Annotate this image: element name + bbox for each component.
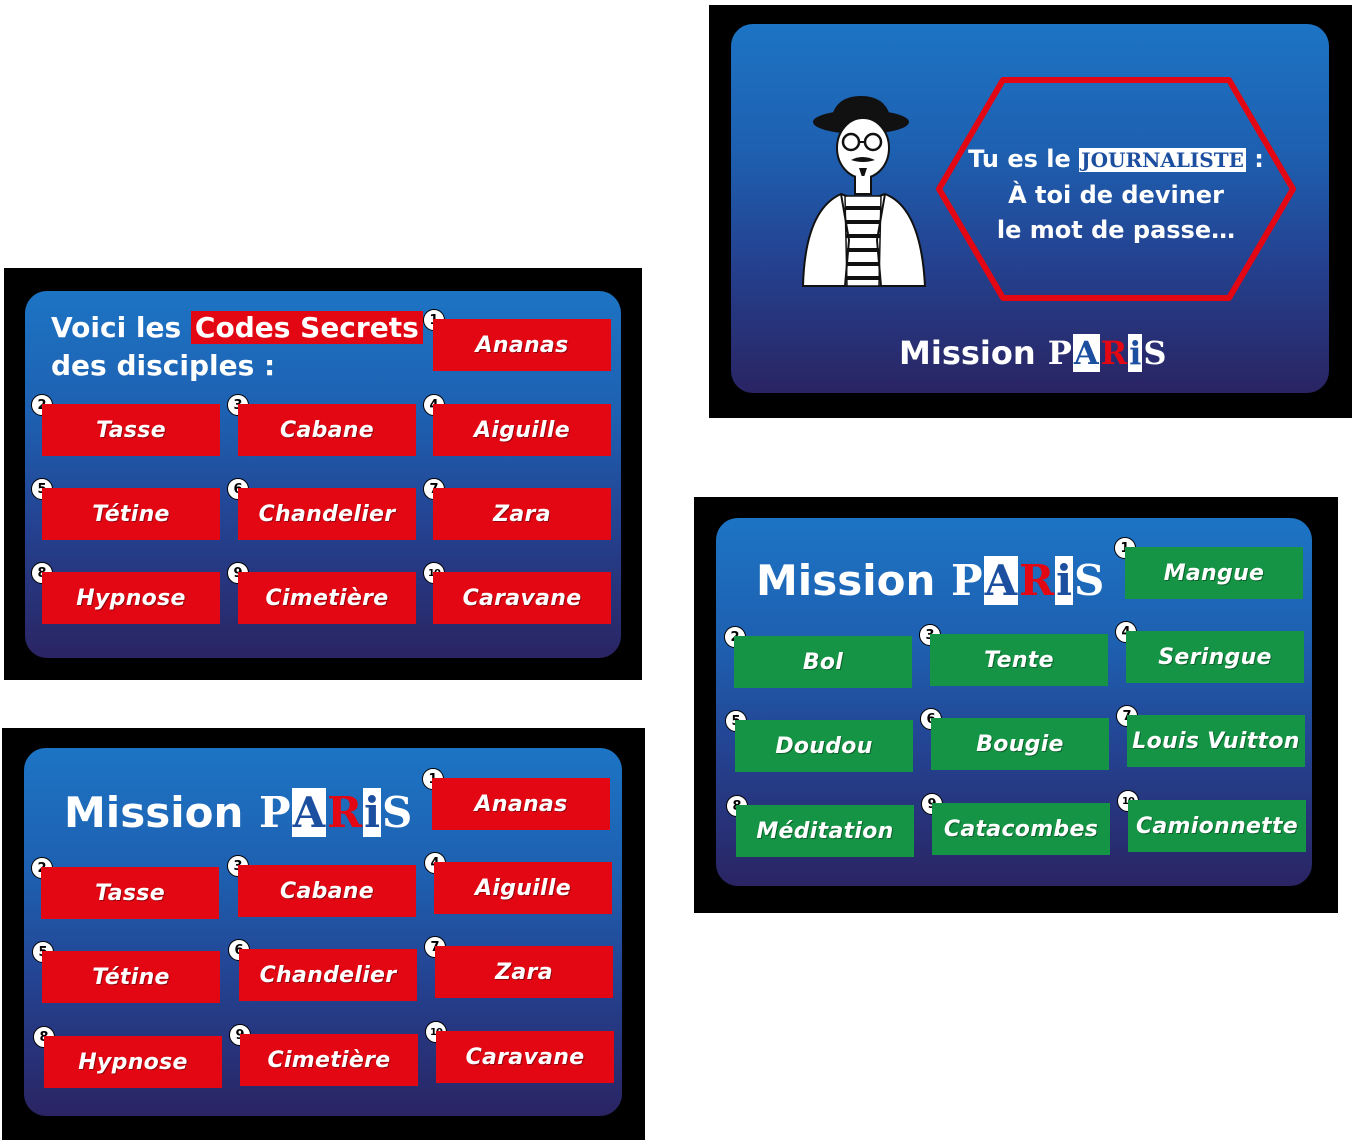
code-tile: Chandelier (239, 949, 417, 1001)
mission-paris-logo: Mission PARiS (64, 788, 413, 837)
card-heading: Voici les Codes Secrets des disciples : (51, 309, 423, 385)
code-tile: Caravane (436, 1031, 614, 1083)
code-tile: Zara (435, 946, 613, 998)
mission-word: Mission (899, 334, 1036, 372)
mission-paris-logo: Mission PARiS (756, 556, 1105, 605)
message-suffix: : (1245, 145, 1264, 173)
journalist-illustration (801, 96, 927, 287)
code-tile: Mangue (1125, 547, 1303, 599)
code-tile: Hypnose (44, 1036, 222, 1088)
code-tile: Bol (734, 636, 912, 688)
paris-letter: S (382, 788, 413, 837)
paris-letter: R (327, 788, 363, 837)
code-tile: Tasse (42, 404, 220, 456)
paris-letter: P (950, 556, 983, 605)
role-word: JOURNALISTE (1079, 148, 1246, 172)
code-tile: Caravane (433, 572, 611, 624)
code-tile: Tétine (42, 488, 220, 540)
paris-letter: S (1143, 334, 1167, 372)
message-line3: le mot de passe… (996, 216, 1236, 244)
mission-paris-logo: Mission PARiS (899, 334, 1168, 372)
card-codes-bottom: Mission PARiS 1 Ananas 2 Tasse 3 Cabane … (24, 748, 622, 1116)
code-tile: Cabane (238, 865, 416, 917)
code-tile: Camionnette (1128, 800, 1306, 852)
card-journalist: Tu es le JOURNALISTE : À toi de deviner … (731, 24, 1329, 393)
paris-letter: R (1019, 556, 1055, 605)
mission-word: Mission (64, 788, 244, 837)
code-tile: Ananas (433, 319, 611, 371)
journalist-message: Tu es le JOURNALISTE : À toi de deviner … (953, 142, 1279, 248)
heading-prefix: Voici les (51, 311, 191, 344)
code-tile: Seringue (1126, 631, 1304, 683)
paris-letter: i (1055, 556, 1074, 605)
code-tile: Hypnose (42, 572, 220, 624)
code-tile: Tétine (42, 951, 220, 1003)
paris-letter: R (1100, 334, 1128, 372)
code-tile: Zara (433, 488, 611, 540)
paris-letter: i (363, 788, 382, 837)
code-tile: Aiguille (433, 404, 611, 456)
hexagon-frame (936, 77, 1296, 301)
paris-letter: P (258, 788, 291, 837)
code-tile: Aiguille (434, 862, 612, 914)
heading-highlight: Codes Secrets (190, 311, 423, 344)
mission-word: Mission (756, 556, 936, 605)
paris-letter: A (1072, 334, 1100, 372)
code-tile: Louis Vuitton (1127, 715, 1305, 767)
message-line2: À toi de deviner (1008, 181, 1224, 209)
code-tile: Tasse (41, 867, 219, 919)
code-tile: Méditation (736, 805, 914, 857)
code-tile: Tente (930, 634, 1108, 686)
paris-letter: S (1074, 556, 1105, 605)
code-tile: Ananas (432, 778, 610, 830)
paris-letter: A (983, 556, 1019, 605)
code-tile: Cabane (238, 404, 416, 456)
message-prefix: Tu es le (968, 145, 1080, 173)
paris-letter: i (1128, 334, 1143, 372)
code-tile: Cimetière (238, 572, 416, 624)
card-codes-green: Mission PARiS 1 Mangue 2 Bol 3 Tente 4 S… (716, 518, 1312, 886)
code-tile: Doudou (735, 720, 913, 772)
paris-letter: A (291, 788, 327, 837)
code-tile: Chandelier (238, 488, 416, 540)
heading-line2: des disciples : (51, 349, 276, 382)
code-tile: Bougie (931, 718, 1109, 770)
paris-letter: P (1047, 334, 1072, 372)
card-codes-top: Voici les Codes Secrets des disciples : … (25, 291, 621, 658)
code-tile: Catacombes (932, 803, 1110, 855)
code-tile: Cimetière (240, 1034, 418, 1086)
